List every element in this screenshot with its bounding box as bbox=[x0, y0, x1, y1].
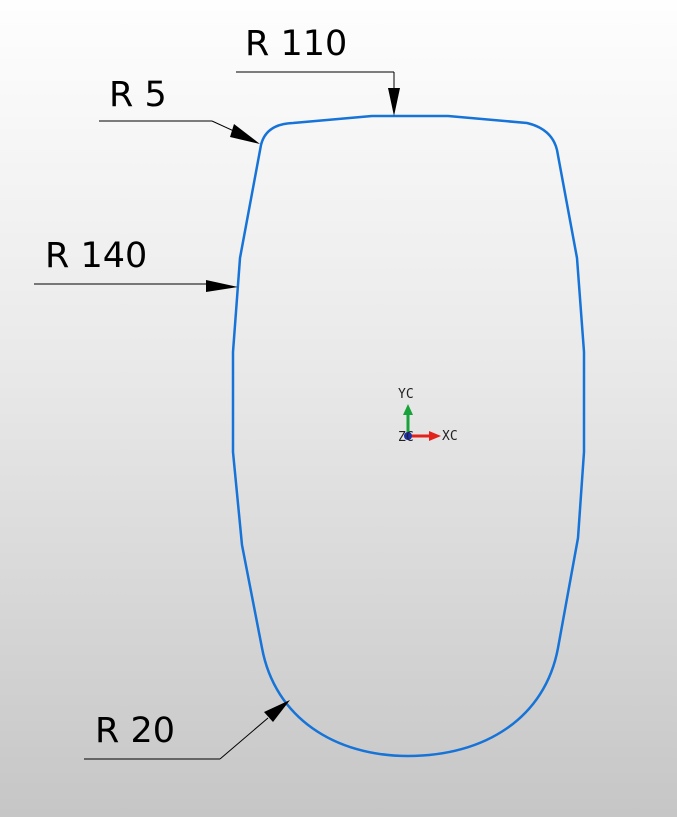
dimension-r110-leader bbox=[236, 71, 400, 116]
y-axis-label: YC bbox=[398, 387, 414, 402]
z-axis-origin bbox=[404, 432, 412, 440]
dimension-r20-leader bbox=[84, 700, 290, 760]
x-axis-arrow bbox=[429, 431, 441, 441]
r110-arrowhead bbox=[388, 88, 400, 116]
y-axis-arrow bbox=[403, 404, 413, 415]
z-axis-label: ZC bbox=[398, 430, 414, 445]
r140-arrowhead bbox=[206, 280, 238, 292]
coordinate-triad bbox=[403, 404, 441, 441]
dimension-r20-label[interactable]: R 20 bbox=[95, 711, 175, 751]
sketch-profile[interactable] bbox=[231, 114, 586, 758]
dimension-r140-leader bbox=[34, 280, 238, 292]
dimension-r5-label[interactable]: R 5 bbox=[109, 75, 167, 115]
dimension-r140-label[interactable]: R 140 bbox=[45, 236, 148, 276]
dimension-r110-label[interactable]: R 110 bbox=[245, 24, 348, 64]
x-axis-label: XC bbox=[442, 429, 458, 444]
r20-arrowhead bbox=[264, 700, 290, 722]
dimension-r5-leader bbox=[99, 120, 260, 144]
r5-arrowhead bbox=[230, 124, 260, 144]
